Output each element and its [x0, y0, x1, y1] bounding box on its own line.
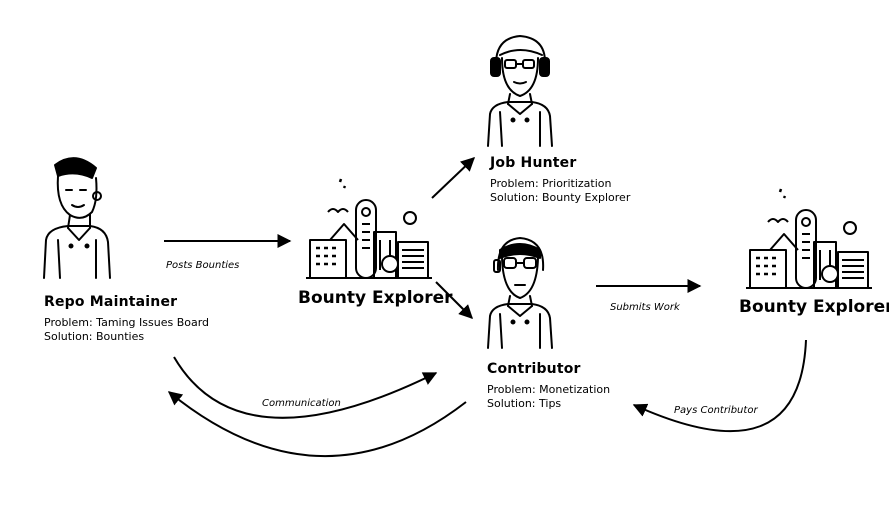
bounty-explorer-city-left [306, 178, 432, 279]
repo-maintainer-problem: Problem: Taming Issues Board [44, 316, 210, 329]
edge-label-communication: Communication [262, 398, 341, 409]
edge-label-submits-work: Submits Work [610, 302, 680, 313]
edge-label-pays-contributor: Pays Contributor [674, 405, 758, 416]
job-hunter-title: Job Hunter [490, 155, 577, 171]
repo-maintainer-solution: Solution: Bounties [44, 330, 145, 343]
contributor-problem: Problem: Monetization [487, 383, 611, 396]
arrow-pays-contributor [632, 339, 807, 433]
contributor-title: Contributor [487, 361, 581, 377]
arrow-to-job-hunter [431, 157, 476, 199]
arrow-communication-lower [167, 391, 467, 458]
job-hunter-problem: Problem: Prioritization [490, 177, 612, 190]
bounty-explorer-label-right: Bounty Explorer [739, 297, 889, 317]
bounty-explorer-city-right [746, 188, 872, 289]
job-hunter-avatar [487, 35, 553, 147]
contributor-solution: Solution: Tips [487, 397, 562, 410]
bounty-explorer-label-left: Bounty Explorer [298, 288, 453, 308]
arrow-communication-upper [173, 356, 438, 419]
contributor-avatar [487, 237, 553, 349]
repo-maintainer-title: Repo Maintainer [44, 294, 178, 310]
edge-label-posts-bounties: Posts Bounties [166, 260, 240, 271]
repo-maintainer-avatar [43, 157, 111, 279]
job-hunter-solution: Solution: Bounty Explorer [490, 191, 631, 204]
arrow-to-contributor [435, 281, 473, 319]
